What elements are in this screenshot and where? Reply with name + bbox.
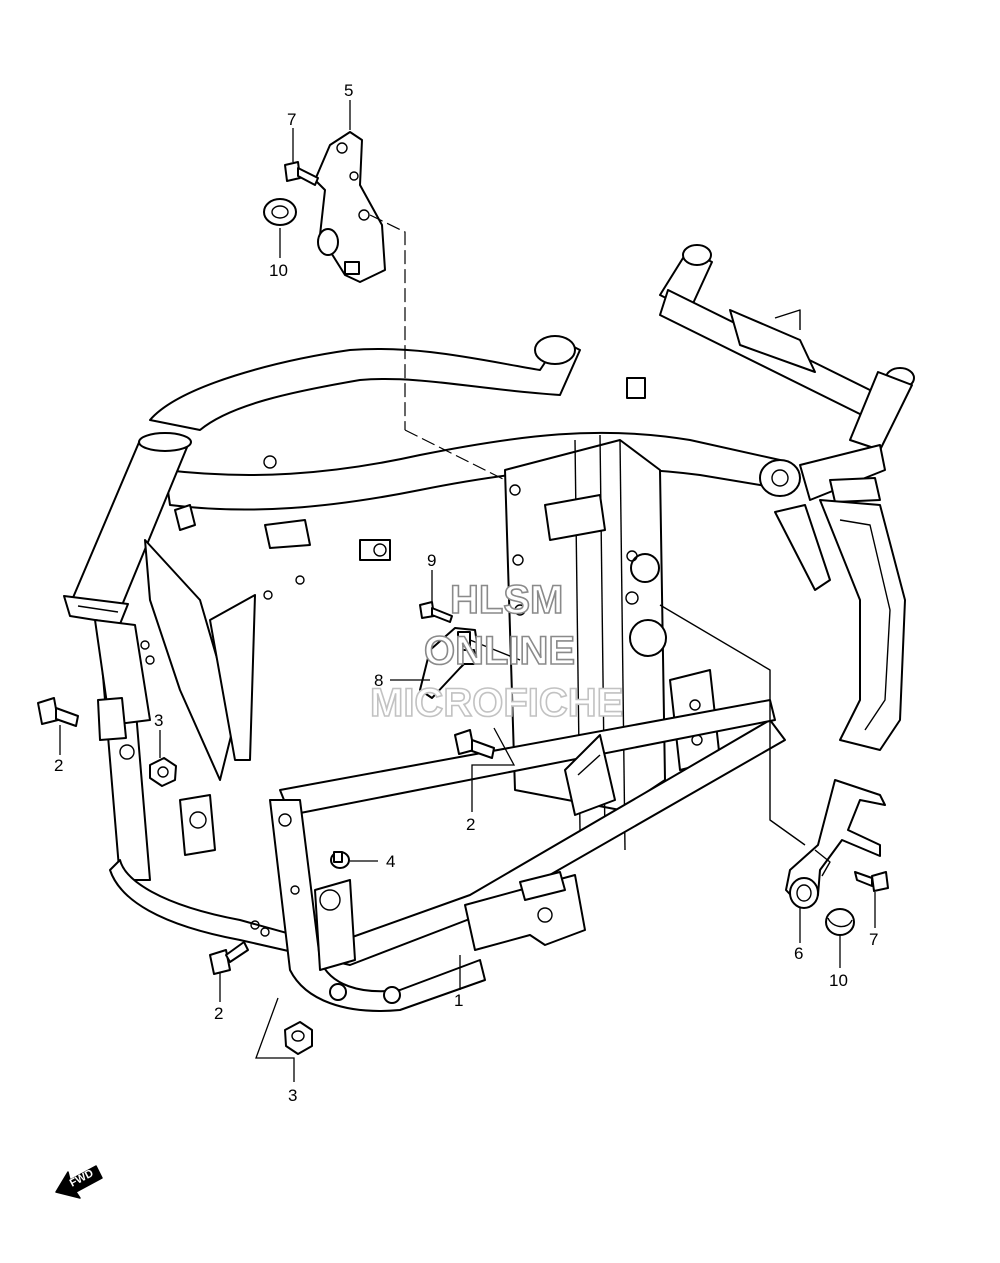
callout-6: 6: [794, 944, 803, 963]
watermark-line-2: ONLINE: [424, 629, 575, 673]
plug-4: [330, 851, 350, 869]
bolt-7-top: [284, 161, 319, 186]
plate-8: [419, 627, 479, 699]
callout-9: 9: [427, 551, 436, 570]
frame-body: [63, 244, 915, 1012]
bolt-2-bottom: [209, 941, 249, 975]
callout-leaders: [59, 100, 876, 1082]
watermark-line-1: HLSM: [450, 578, 563, 622]
callout-10-right: 10: [829, 971, 848, 990]
nut-10-top: [263, 198, 297, 226]
watermark: HLSM ONLINE MICROFICHE: [369, 577, 624, 726]
bracket-6: [785, 779, 886, 909]
callout-1: 1: [454, 991, 463, 1010]
nut-3-bottom: [284, 1021, 313, 1055]
callout-2-bottom: 2: [214, 1004, 223, 1023]
callout-2-left: 2: [54, 756, 63, 775]
callout-7-right: 7: [869, 930, 878, 949]
alignment-lines: [369, 214, 806, 846]
callout-3-bottom: 3: [288, 1086, 297, 1105]
callout-10-top: 10: [269, 261, 288, 280]
callout-2-center: 2: [466, 815, 475, 834]
callout-labels: 5 7 10 9 8 2 3 2 4 2 1 3 6 7 10: [54, 81, 878, 1105]
bracket-5: [314, 131, 386, 283]
callout-5: 5: [344, 81, 353, 100]
callout-8: 8: [374, 671, 383, 690]
callout-4: 4: [386, 852, 395, 871]
nut-3-left: [149, 757, 177, 787]
watermark-line-3: MICROFICHE: [370, 681, 623, 725]
bolt-9: [419, 601, 453, 623]
callout-3-left: 3: [154, 711, 163, 730]
callout-7-top: 7: [287, 110, 296, 129]
cap-10-right: [825, 908, 855, 936]
fwd-arrow-icon: FWD: [55, 1165, 103, 1199]
bolt-2-center: [454, 729, 495, 759]
bolt-2-left: [37, 697, 79, 727]
bolt-7-right: [854, 871, 889, 892]
